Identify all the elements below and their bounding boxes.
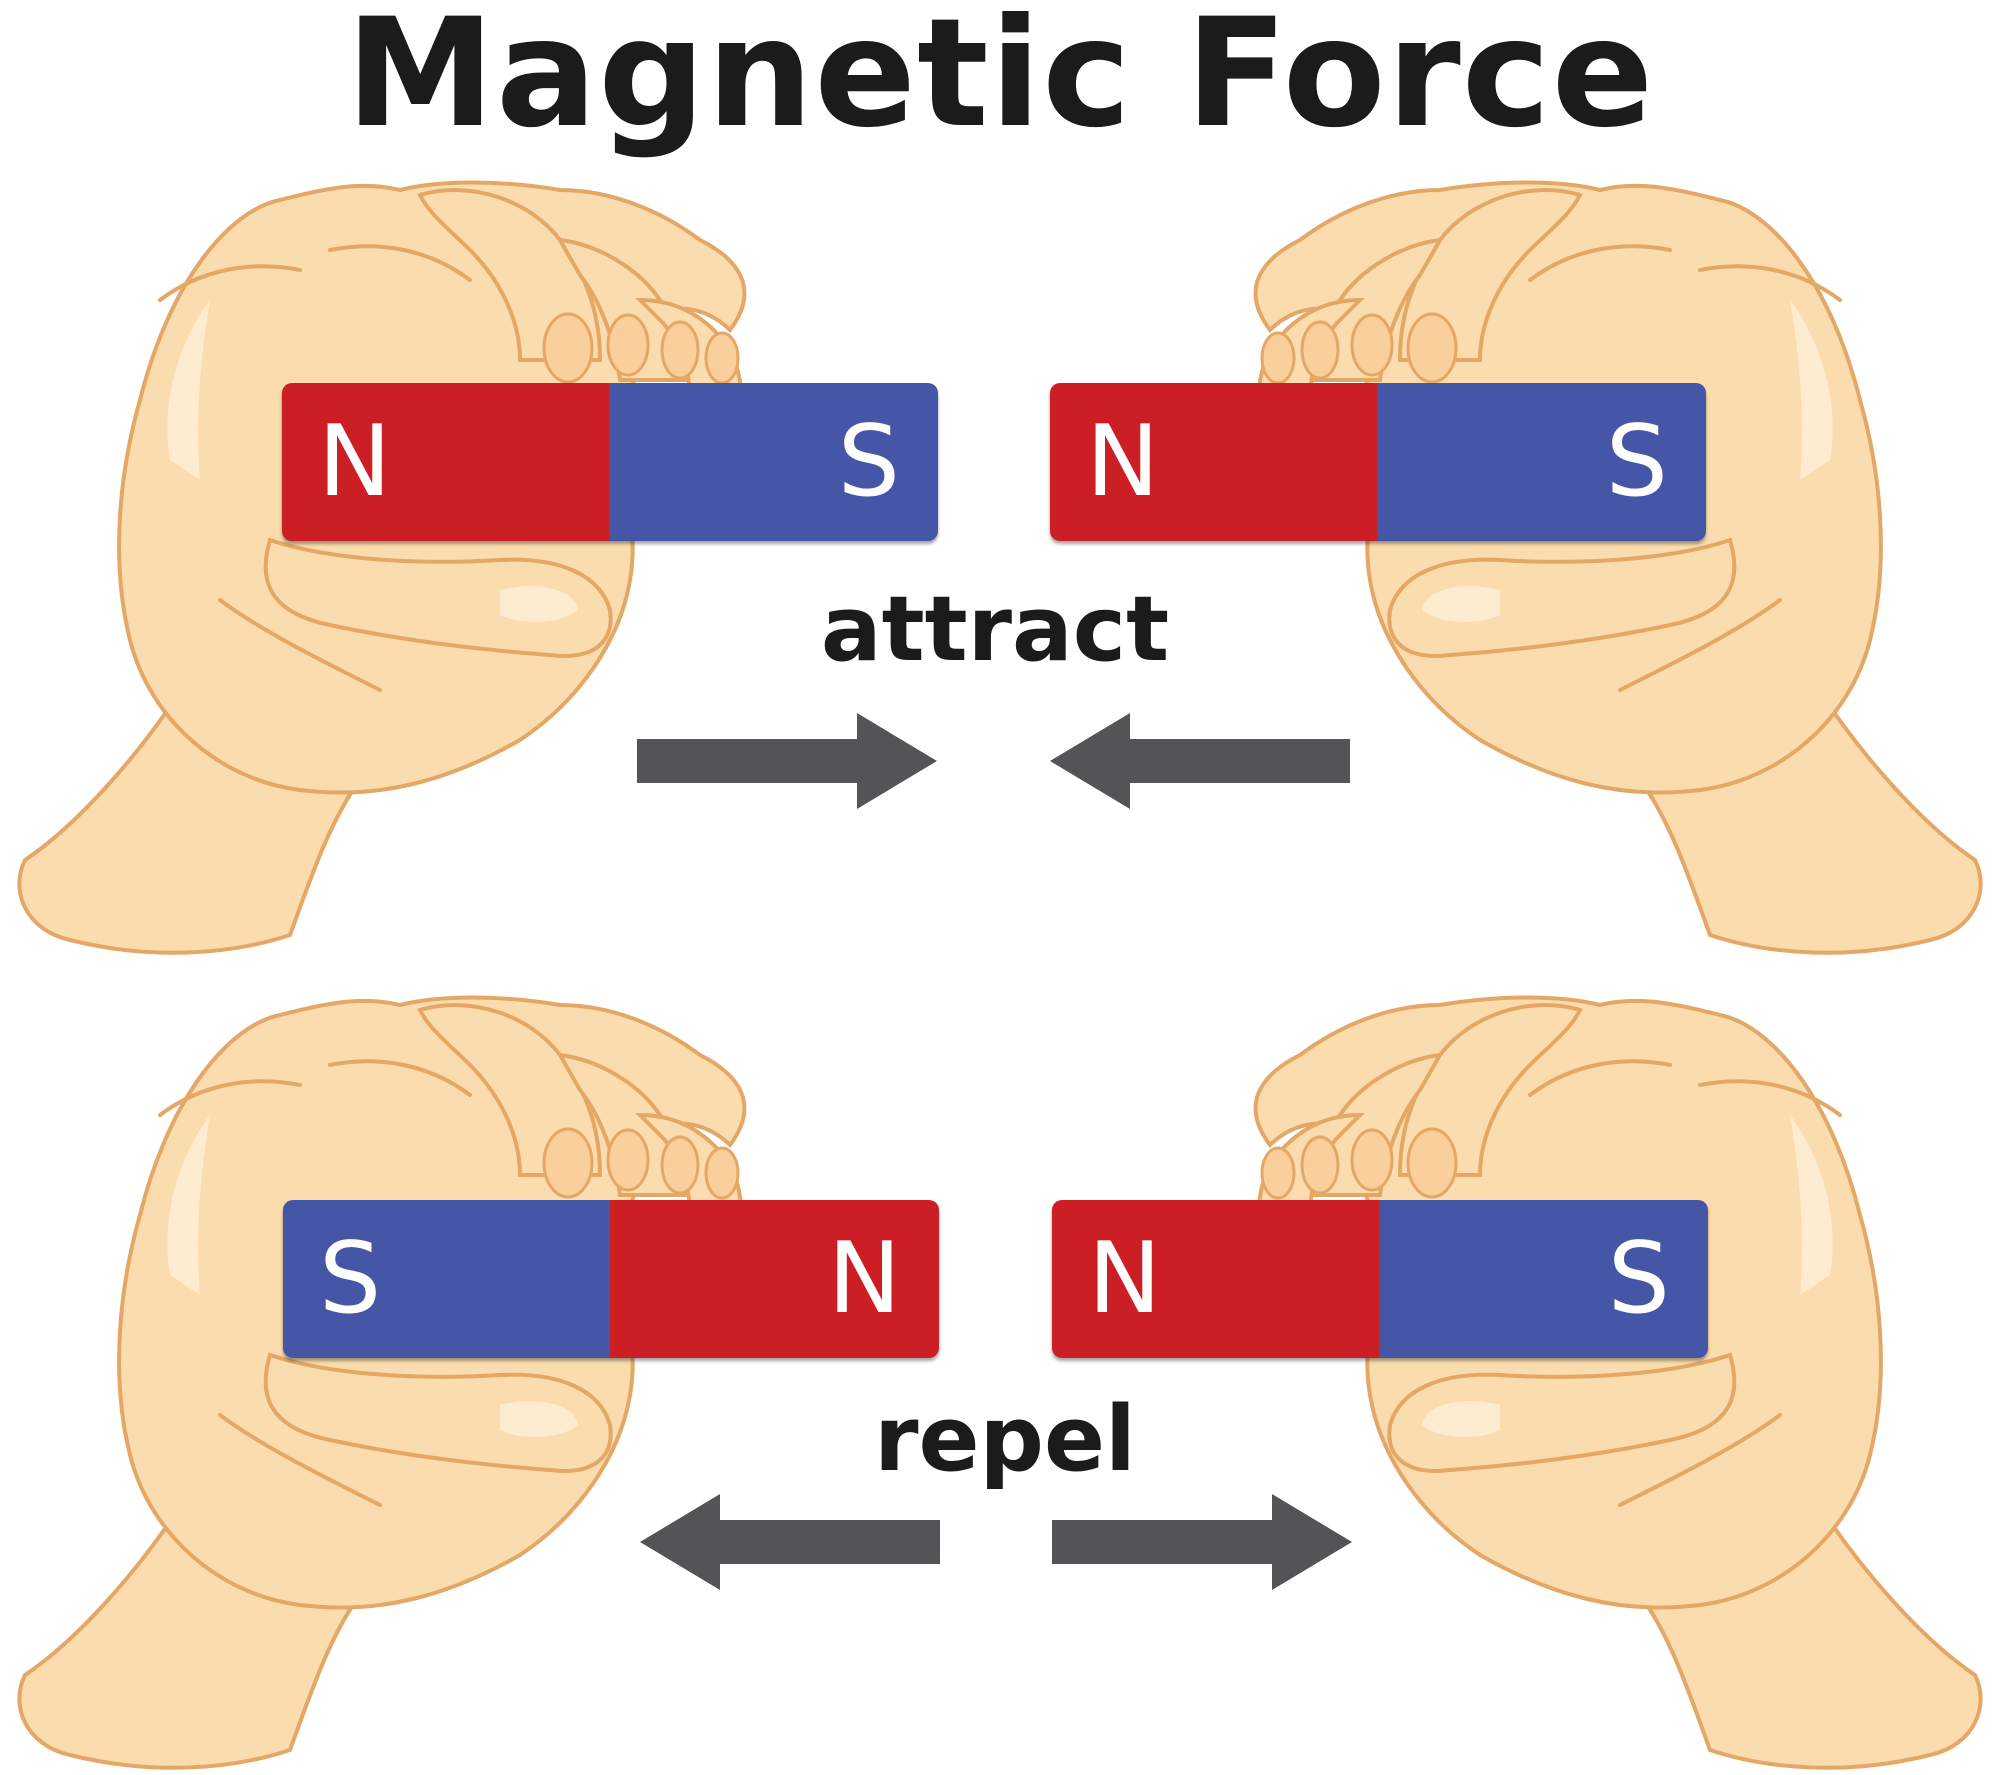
south-pole: S xyxy=(1379,1200,1708,1358)
magnet-top-left: N S xyxy=(282,383,938,541)
magnet-top-right: N S xyxy=(1050,383,1706,541)
north-pole: N xyxy=(282,383,609,541)
north-pole: N xyxy=(1052,1200,1379,1358)
page-title: Magnetic Force xyxy=(345,0,1655,161)
hand-top-right xyxy=(1253,180,1983,955)
attract-label: attract xyxy=(820,577,1170,682)
hand-bottom-left xyxy=(17,995,747,1770)
hand-top-left xyxy=(17,180,747,955)
repel-arrow-right xyxy=(1052,1494,1352,1590)
south-pole: S xyxy=(283,1200,610,1358)
south-pole: S xyxy=(609,383,938,541)
attract-arrow-right xyxy=(637,713,937,809)
north-pole: N xyxy=(610,1200,939,1358)
hand-bottom-right xyxy=(1253,995,1983,1770)
magnet-bottom-left: S N xyxy=(283,1200,939,1358)
attract-arrow-left xyxy=(1050,713,1350,809)
north-pole: N xyxy=(1050,383,1377,541)
repel-label: repel xyxy=(874,1387,1136,1492)
repel-arrow-left xyxy=(640,1494,940,1590)
south-pole: S xyxy=(1377,383,1706,541)
magnet-bottom-right: N S xyxy=(1052,1200,1708,1358)
